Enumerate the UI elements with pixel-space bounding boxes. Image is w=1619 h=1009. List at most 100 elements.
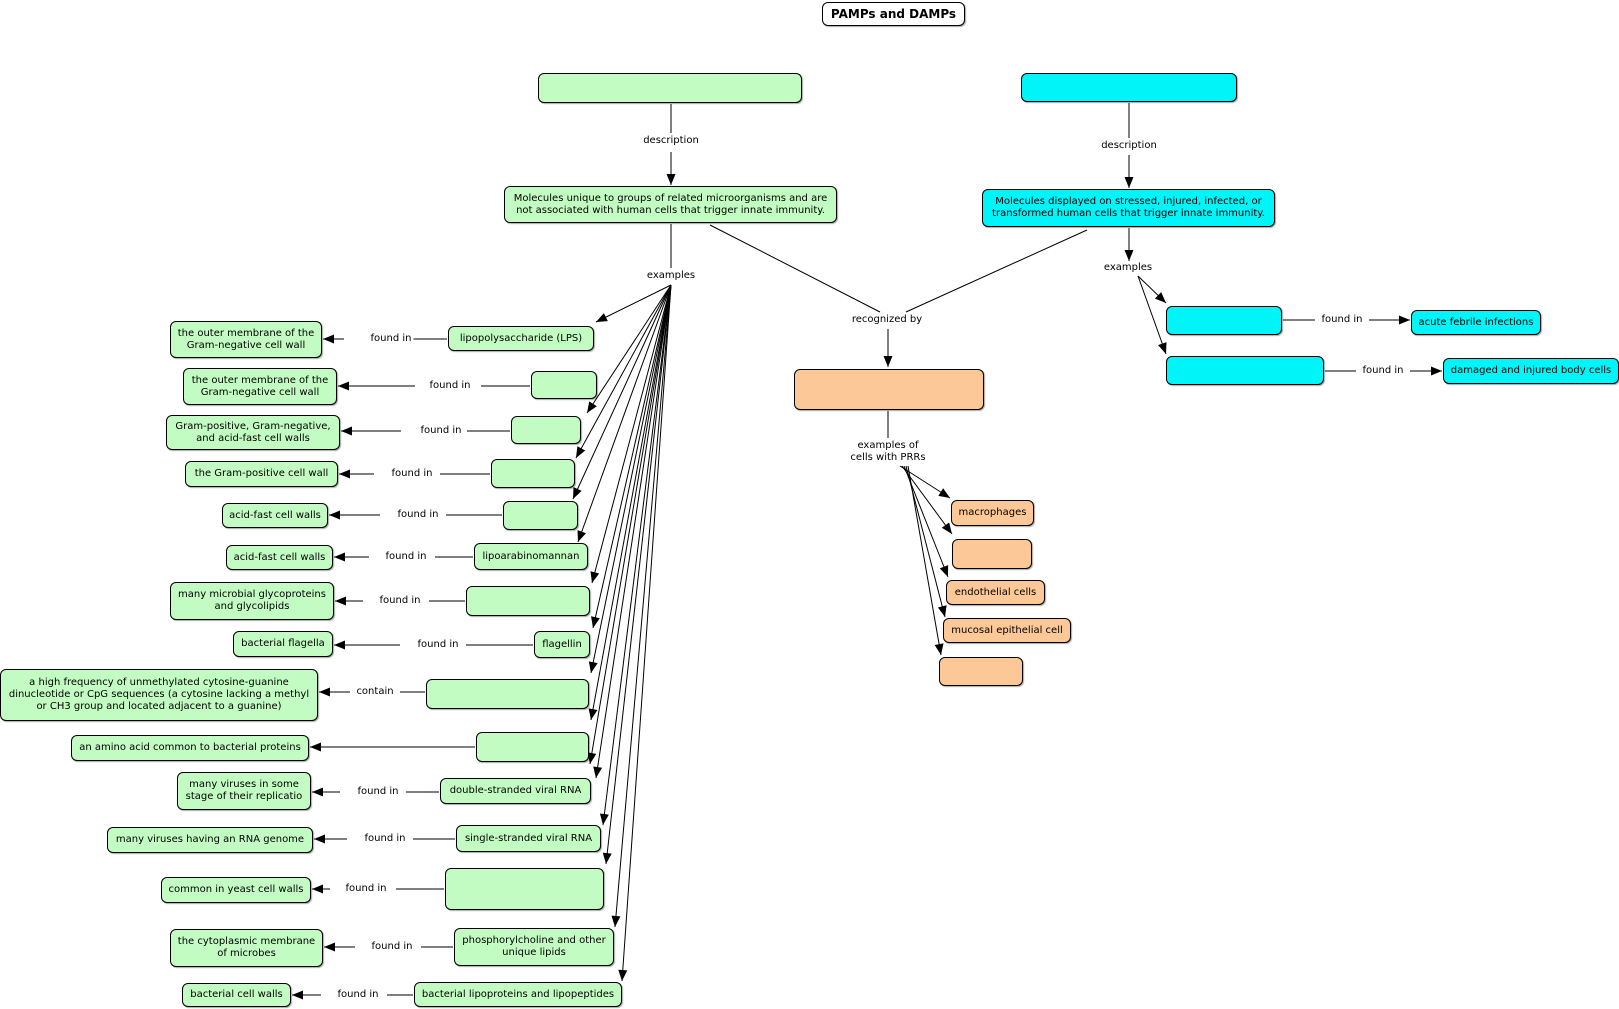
arrowhead (611, 915, 621, 927)
prr-cell-2[interactable] (952, 539, 1032, 569)
pamp-target-13[interactable]: common in yeast cell walls (161, 877, 311, 903)
pamp-target-lipoproteins[interactable]: bacterial cell walls (182, 983, 291, 1007)
pamp-example-lipoproteins[interactable]: bacterial lipoproteins and lipopeptides (414, 982, 622, 1007)
arrowhead (590, 571, 600, 583)
damps-recognized-line (905, 229, 1088, 313)
arrowhead (1154, 292, 1166, 303)
arrowhead (314, 834, 325, 844)
examples-fan-arrow-3 (572, 284, 672, 500)
damp-example-2[interactable] (1166, 356, 1324, 385)
arrowhead (937, 605, 947, 617)
link-label-dsrna: found in (355, 786, 401, 798)
pamp-example-5[interactable] (503, 501, 578, 530)
arrowhead (588, 708, 598, 720)
arrowhead (339, 469, 350, 479)
pamp-target-2[interactable]: the outer membrane of the Gram-negative … (183, 368, 337, 405)
pamp-example-lipoarabinomannan[interactable]: lipoarabinomannan (474, 543, 588, 570)
damp-target-damaged[interactable]: damaged and injured body cells (1443, 358, 1619, 384)
arrowhead (596, 313, 608, 322)
damp-target-febrile[interactable]: acute febrile infections (1411, 310, 1541, 335)
examples-fan-arrow-8 (590, 284, 672, 721)
pamp-target-7[interactable]: many microbial glycoproteins and glycoli… (170, 582, 334, 620)
pamp-target-dsrna[interactable]: many viruses in some stage of their repl… (177, 772, 311, 810)
pamp-example-4[interactable] (491, 459, 575, 488)
arrowhead (1399, 315, 1410, 325)
arrowhead (329, 510, 340, 520)
damp-example-1[interactable] (1166, 306, 1282, 335)
prr-cell-5[interactable] (939, 657, 1023, 686)
pamp-example-lps[interactable]: lipopolysaccharide (LPS) (448, 326, 594, 351)
arrowhead (941, 522, 952, 534)
pamp-target-ssrna[interactable]: many viruses having an RNA genome (107, 827, 313, 853)
arrowhead (599, 813, 609, 825)
arrowhead (334, 640, 345, 650)
pamp-example-phosphorylcholine[interactable]: phosphorylcholine and other unique lipid… (454, 928, 614, 966)
prr-header-node[interactable] (794, 369, 984, 410)
recognized-by-label: recognized by (849, 314, 925, 326)
prr-cell-endothelial[interactable]: endothelial cells (946, 580, 1045, 605)
pamps-examples-label: examples (644, 270, 698, 282)
examples-fan-arrow-9 (589, 284, 672, 765)
arrowhead (587, 752, 597, 764)
arrowhead (338, 381, 349, 391)
link-label-ssrna: found in (362, 833, 408, 845)
pamps-recognized-line (709, 224, 881, 313)
prr-cell-macrophages[interactable]: macrophages (951, 500, 1034, 526)
examples-fan-arrow-1 (586, 284, 672, 414)
examples-fan-arrow-13 (614, 284, 672, 928)
arrowhead (334, 552, 345, 562)
pamp-target-lps[interactable]: the outer membrane of the Gram-negative … (170, 321, 322, 358)
link-label-4: found in (389, 468, 435, 480)
pamps-description-node[interactable]: Molecules unique to groups of related mi… (504, 186, 837, 223)
examples-fan-arrow-11 (602, 284, 672, 826)
pamp-example-dsrna[interactable]: double-stranded viral RNA (440, 778, 591, 804)
pamp-example-7[interactable] (466, 586, 590, 616)
link-label-3: found in (418, 425, 464, 437)
pamps-header-node[interactable] (538, 73, 802, 103)
pamp-target-lipoarabinomannan[interactable]: acid-fast cell walls (226, 545, 333, 570)
pamp-target-10[interactable]: an amino acid common to bacterial protei… (71, 735, 309, 761)
prr-cell-mucosal-epithelial[interactable]: mucosal epithelial cell (943, 618, 1071, 643)
damps-header-node[interactable] (1021, 73, 1237, 102)
pamp-example-flagellin[interactable]: flagellin (534, 631, 590, 658)
damps-description-node[interactable]: Molecules displayed on stressed, injured… (982, 189, 1275, 227)
pamp-target-5[interactable]: acid-fast cell walls (222, 503, 328, 528)
arrowhead (335, 596, 346, 606)
arrowhead (588, 661, 598, 673)
pamp-target-phosphorylcholine[interactable]: the cytoplasmic membrane of microbes (170, 929, 323, 967)
pamp-example-3[interactable] (511, 416, 581, 444)
link-label-5: found in (395, 509, 441, 521)
arrowhead (618, 969, 628, 981)
pamp-target-flagellin[interactable]: bacterial flagella (233, 631, 333, 657)
pamp-example-13[interactable] (445, 868, 604, 910)
arrowhead (666, 174, 676, 185)
link-label-phosphorylcholine: found in (369, 941, 415, 953)
cells-with-prrs-label: examples of cells with PRRs (846, 440, 930, 464)
examples-fan-arrow-7 (590, 284, 672, 674)
arrowhead (312, 884, 323, 894)
arrowhead (602, 852, 612, 864)
pamp-target-9[interactable]: a high frequency of unmethylated cytosin… (0, 669, 318, 721)
damps-examples-label: examples (1101, 262, 1155, 274)
arrowhead (939, 565, 949, 577)
examples-fan-arrow-12 (605, 284, 672, 865)
examples-fan-arrow-4 (577, 284, 672, 543)
arrowhead (587, 401, 597, 413)
examples-fan-arrow-0 (595, 284, 672, 323)
arrowhead (341, 426, 352, 436)
pamps-description-label: description (641, 135, 701, 147)
pamp-example-ssrna[interactable]: single-stranded viral RNA (456, 825, 601, 852)
link-label-lipoproteins: found in (335, 989, 381, 1001)
map-title[interactable]: PAMPs and DAMPs (822, 2, 965, 26)
pamp-example-2[interactable] (531, 371, 597, 399)
pamp-target-3[interactable]: Gram-positive, Gram-negative, and acid-f… (166, 415, 340, 450)
pamp-target-4[interactable]: the Gram-positive cell wall (185, 461, 338, 487)
arrowhead (1124, 250, 1134, 261)
arrowhead (324, 942, 335, 952)
pamp-example-9[interactable] (426, 679, 589, 709)
link-label-13: found in (343, 883, 389, 895)
examples-fan-arrow-6 (592, 284, 672, 629)
damp-examples-arrow-2 (1137, 275, 1167, 355)
cells-fan-arrow-4 (907, 465, 942, 656)
pamp-example-10[interactable] (476, 732, 589, 762)
